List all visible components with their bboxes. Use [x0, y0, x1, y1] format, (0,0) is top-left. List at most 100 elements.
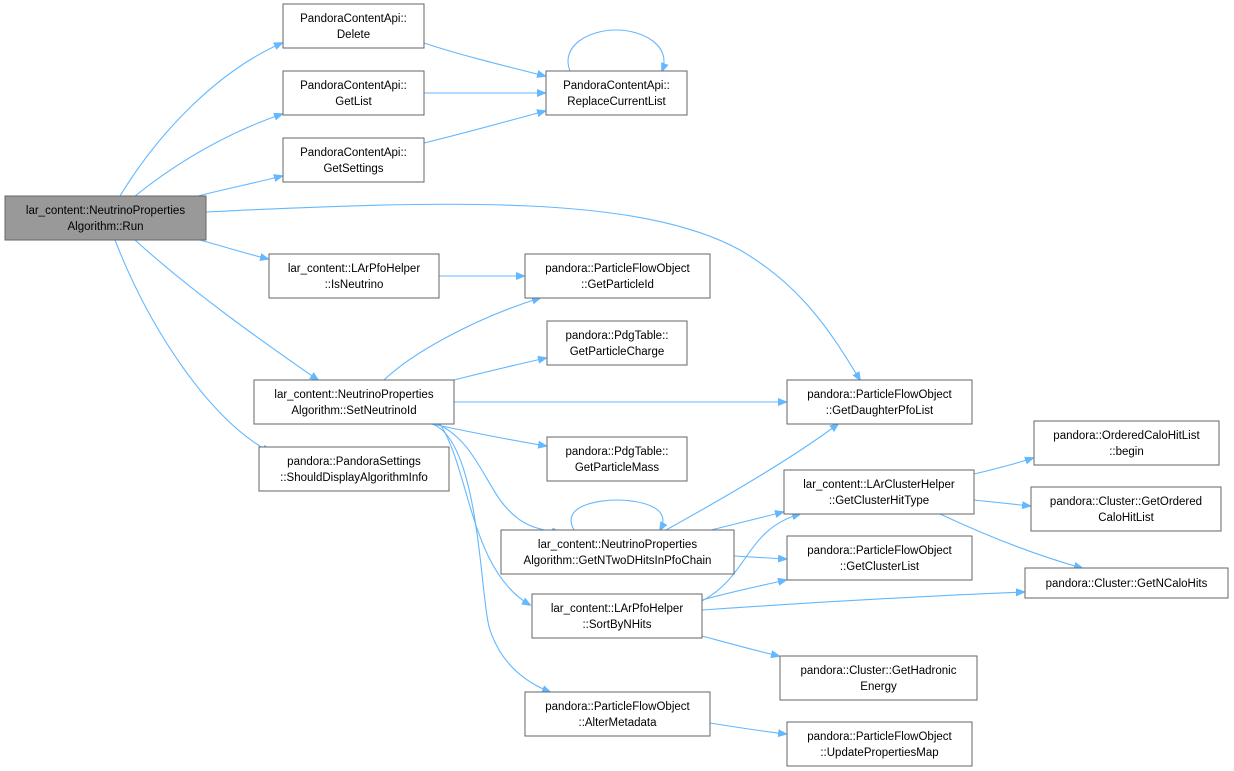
edge-run-to-getlist — [134, 114, 282, 197]
edge-ntwod-to-hittype — [710, 512, 783, 531]
node-label: ::GetParticleId — [581, 279, 654, 291]
node-label: lar_content::NeutrinoProperties — [26, 205, 185, 217]
node-box — [282, 70, 425, 116]
edge-setneutrinoid-to-mass — [431, 423, 546, 446]
edge-ntwod-to-clusterlist — [733, 556, 786, 559]
node-label: pandora::ParticleFlowObject — [807, 545, 952, 557]
edge-setneutrinoid-to-charge — [453, 358, 546, 381]
edge-ntwod-to-daughter — [665, 424, 838, 531]
node-box — [268, 253, 440, 299]
node-box — [253, 379, 455, 425]
nodes: lar_content::NeutrinoPropertiesAlgorithm… — [4, 3, 1229, 767]
node-label: PandoraContentApi:: — [300, 147, 407, 159]
node-box — [524, 691, 711, 737]
node-run[interactable]: lar_content::NeutrinoPropertiesAlgorithm… — [4, 195, 207, 241]
node-begin[interactable]: pandora::OrderedCaloHitList::begin — [1033, 420, 1220, 466]
node-update[interactable]: pandora::ParticleFlowObject::UpdatePrope… — [786, 721, 973, 767]
node-label: ::UpdatePropertiesMap — [820, 747, 938, 759]
node-clusterlist[interactable]: pandora::ParticleFlowObject::GetClusterL… — [786, 535, 973, 581]
node-label: GetSettings — [323, 163, 383, 175]
node-label: lar_content::NeutrinoProperties — [274, 389, 433, 401]
node-daughter[interactable]: pandora::ParticleFlowObject::GetDaughter… — [786, 379, 973, 425]
edge-alter-to-update — [709, 722, 786, 734]
node-box — [545, 70, 688, 116]
node-box — [546, 436, 688, 482]
edge-replace-to-replace — [567, 29, 664, 71]
node-label: lar_content::LArClusterHelper — [803, 479, 955, 491]
node-label: GetParticleMass — [575, 462, 660, 474]
node-isneutrino[interactable]: lar_content::LArPfoHelper::IsNeutrino — [268, 253, 440, 299]
edge-setneutrinoid-to-sortbynhits — [439, 423, 530, 605]
node-mass[interactable]: pandora::PdgTable::GetParticleMass — [546, 436, 688, 482]
node-box — [524, 253, 711, 299]
node-label: ::begin — [1109, 446, 1144, 458]
edge-sortbynhits-to-hadronic — [701, 635, 779, 656]
edge-getsettings-to-replace — [423, 111, 545, 144]
edge-sortbynhits-to-hittype — [701, 514, 800, 602]
edge-setneutrinoid-to-getparticleid — [383, 298, 540, 381]
node-label: ::AlterMetadata — [579, 717, 658, 729]
node-label: CaloHitList — [1098, 512, 1154, 524]
node-charge[interactable]: pandora::PdgTable::GetParticleCharge — [546, 320, 688, 366]
node-label: lar_content::LArPfoHelper — [288, 263, 420, 275]
node-label: ::GetClusterList — [840, 561, 920, 573]
node-label: GetParticleCharge — [570, 346, 665, 358]
node-label: Algorithm::GetNTwoDHitsInPfoChain — [524, 555, 712, 567]
node-ncalohits[interactable]: pandora::Cluster::GetNCaloHits — [1024, 567, 1229, 599]
node-label: ::ShouldDisplayAlgorithmInfo — [280, 472, 428, 484]
node-label: pandora::PandoraSettings — [287, 456, 421, 468]
edge-run-to-display — [114, 239, 270, 452]
edge-run-to-setneutrinoid — [134, 239, 318, 380]
node-label: Algorithm::Run — [67, 221, 143, 233]
node-getlist[interactable]: PandoraContentApi::GetList — [282, 70, 425, 116]
node-display[interactable]: pandora::PandoraSettings::ShouldDisplayA… — [258, 446, 450, 492]
node-getsettings[interactable]: PandoraContentApi::GetSettings — [282, 137, 425, 183]
node-box — [258, 446, 450, 492]
node-delete[interactable]: PandoraContentApi::Delete — [282, 3, 425, 49]
node-label: ReplaceCurrentList — [567, 96, 666, 108]
node-box — [282, 137, 425, 183]
node-box — [786, 721, 973, 767]
node-ntwod[interactable]: lar_content::NeutrinoPropertiesAlgorithm… — [500, 529, 735, 575]
node-label: lar_content::LArPfoHelper — [551, 603, 683, 615]
edge-run-to-daughter — [205, 203, 860, 380]
node-replace[interactable]: PandoraContentApi::ReplaceCurrentList — [545, 70, 688, 116]
node-label: ::GetClusterHitType — [829, 495, 929, 507]
node-label: pandora::PdgTable:: — [566, 330, 669, 342]
edge-setneutrinoid-to-ntwod — [437, 423, 560, 532]
node-label: ::GetDaughterPfoList — [826, 405, 934, 417]
node-box — [531, 593, 703, 639]
node-box — [1033, 420, 1220, 466]
node-hittype[interactable]: lar_content::LArClusterHelper::GetCluste… — [783, 469, 975, 515]
node-box — [500, 529, 735, 575]
edge-setneutrinoid-to-alter — [431, 423, 550, 692]
edge-sortbynhits-to-ncalohits — [701, 592, 1024, 611]
node-label: ::SortByNHits — [582, 619, 651, 631]
node-label: pandora::OrderedCaloHitList — [1053, 430, 1200, 442]
node-label: pandora::ParticleFlowObject — [545, 263, 690, 275]
edge-run-to-delete — [119, 43, 282, 197]
node-getparticleid[interactable]: pandora::ParticleFlowObject::GetParticle… — [524, 253, 711, 299]
node-box — [1024, 567, 1229, 599]
node-label: pandora::ParticleFlowObject — [807, 389, 952, 401]
edge-sortbynhits-to-clusterlist — [701, 580, 786, 601]
node-box — [779, 655, 978, 701]
node-setneutrinoid[interactable]: lar_content::NeutrinoPropertiesAlgorithm… — [253, 379, 455, 425]
node-sortbynhits[interactable]: lar_content::LArPfoHelper::SortByNHits — [531, 593, 703, 639]
node-box — [546, 320, 688, 366]
node-label: Algorithm::SetNeutrinoId — [291, 405, 416, 417]
edge-hittype-to-ordered — [973, 499, 1030, 506]
node-alter[interactable]: pandora::ParticleFlowObject::AlterMetada… — [524, 691, 711, 737]
node-box — [4, 195, 207, 241]
node-label: ::IsNeutrino — [325, 279, 384, 291]
node-label: pandora::Cluster::GetOrdered — [1050, 496, 1202, 508]
edge-hittype-to-begin — [973, 458, 1033, 475]
edge-ntwod-to-ntwod — [570, 499, 663, 530]
node-label: pandora::ParticleFlowObject — [807, 731, 952, 743]
edge-hittype-to-ncalohits — [939, 513, 1082, 568]
edge-delete-to-replace — [423, 42, 545, 76]
node-label: Energy — [860, 681, 897, 693]
